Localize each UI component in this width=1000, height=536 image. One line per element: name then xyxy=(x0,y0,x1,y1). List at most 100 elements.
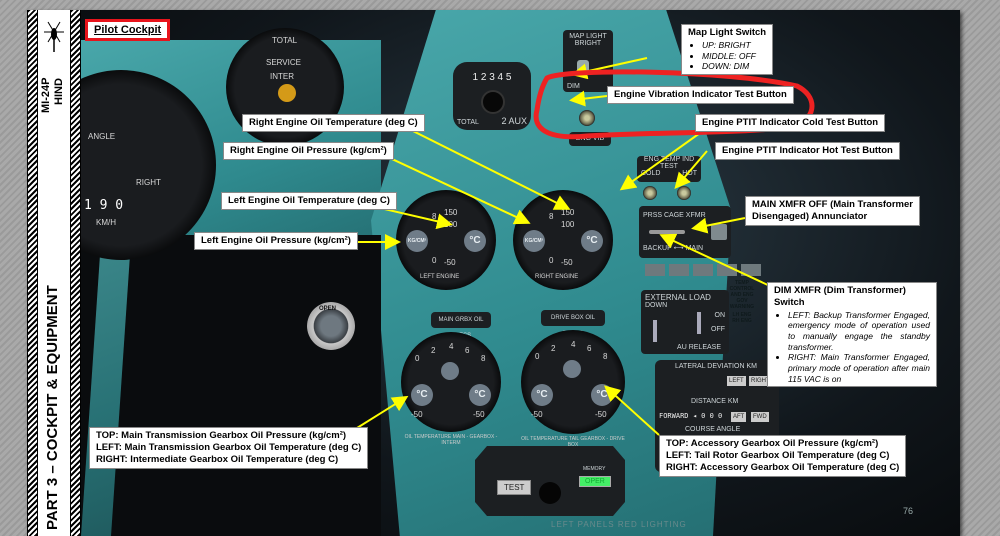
press-tick: 0 xyxy=(535,352,540,361)
oper-indicator[interactable]: OPER xyxy=(579,476,611,487)
sidebar: MI-24P HIND PART 3 – COCKPIT & EQUIPMENT xyxy=(27,10,81,536)
annotation-main-xmfr: MAIN XMFR OFF (Main Transformer Disengag… xyxy=(745,196,920,226)
fuel-selector-plate: 1 2 3 4 5 TOTAL 2 AUX xyxy=(453,62,531,130)
dim-xmfr-title: Switch xyxy=(774,296,805,308)
main-xmfr-line: MAIN XMFR OFF (Main Transformer xyxy=(752,199,913,210)
annunciator-light xyxy=(717,264,737,276)
degc-cap: °C xyxy=(469,384,491,406)
eng-vib-test-button[interactable] xyxy=(579,110,595,126)
test-button[interactable]: TEST xyxy=(497,480,532,495)
press-tick: 0 xyxy=(432,256,437,265)
dim-xmfr-title: DIM XMFR (Dim Transformer) xyxy=(774,285,906,296)
oil-temp-main-label: OIL TEMPERATURE MAIN - GEARBOX - INTERM xyxy=(404,434,498,446)
open-label: OPEN xyxy=(319,306,337,312)
press-tick: 8 xyxy=(432,212,437,221)
left-engine-label: LEFT ENGINE xyxy=(420,274,460,280)
eng-vib-label: ENG VIB xyxy=(575,135,605,142)
dim-xfmr-switch[interactable] xyxy=(649,230,685,234)
main-xmfr-line: Disengaged) Annunciator xyxy=(752,210,868,222)
external-load-plate: EXTERNAL LOAD DOWN ON OFF AU RELEASE xyxy=(641,290,729,354)
annotation-accessory-gearbox: TOP: Accessory Gearbox Oil Pressure (kg/… xyxy=(659,435,907,477)
press-tick: 8 xyxy=(481,354,486,363)
press-tick: 8 xyxy=(549,212,554,221)
course-angle-label: COURSE ANGLE xyxy=(685,426,741,433)
total-label: TOTAL xyxy=(272,36,298,45)
angle-label: ANGLE xyxy=(88,132,116,141)
degc-cap: °C xyxy=(411,384,433,406)
ext-load-release-switch[interactable] xyxy=(697,312,701,334)
backup-main-label: BACKUP ⟷ MAIN xyxy=(643,245,704,252)
degc-cap: °C xyxy=(581,230,603,252)
annotation-right-oil-press: Right Engine Oil Pressure (kg/cm²) xyxy=(223,142,394,160)
dim-label: DIM xyxy=(567,83,580,90)
map-light-label: MAP LIGHT xyxy=(569,33,607,40)
main-gearbox-line: RIGHT: Intermediate Gearbox Oil Temperat… xyxy=(96,453,339,465)
ext-load-down-switch[interactable] xyxy=(653,320,657,342)
total-selector-label: TOTAL xyxy=(457,119,479,126)
annotation-main-gearbox: TOP: Main Transmission Gearbox Oil Press… xyxy=(89,427,369,469)
hot-label: HOT xyxy=(682,170,697,177)
rh-eng-label: RH ENG xyxy=(732,318,752,324)
right-engine-label: RIGHT ENGINE xyxy=(535,274,579,280)
eng-temp-test-plate: ENG TEMP IND TEST COLD HOT xyxy=(637,156,701,182)
section-title: PART 3 – COCKPIT & EQUIPMENT xyxy=(44,285,61,530)
main-xmfr-off-annunciator xyxy=(711,224,727,240)
temp-tick: 100 xyxy=(561,220,575,229)
accessory-gearbox-line: RIGHT: Accessory Gearbox Oil Temperature… xyxy=(666,461,900,473)
annunciator-light xyxy=(645,264,665,276)
accessory-gearbox-gauge: 0 2 4 6 8 °C °C -50 -50 xyxy=(521,330,625,434)
ptit-cold-test-button[interactable] xyxy=(643,186,657,200)
map-light-title: Map Light Switch xyxy=(688,27,767,38)
bright-label: BRIGHT xyxy=(574,40,602,47)
map-light-switch[interactable] xyxy=(577,60,589,74)
left-engine-oil-gauge: KG/CM² °C 150 100 -50 8 0 LEFT ENGINE xyxy=(396,190,496,290)
temp-tick: -50 xyxy=(595,410,607,419)
helicopter-icon xyxy=(44,21,64,52)
temp-tick: 150 xyxy=(561,208,575,217)
test-knob[interactable] xyxy=(539,482,561,504)
accessory-gearbox-line: LEFT: Tail Rotor Gearbox Oil Temperature… xyxy=(666,449,890,461)
fuel-selector-scale: 1 2 3 4 5 xyxy=(472,72,512,83)
annotation-left-oil-press: Left Engine Oil Pressure (kg/cm²) xyxy=(194,232,358,250)
sidebar-name: HIND xyxy=(53,78,65,105)
au-release-label: AU RELEASE xyxy=(677,344,721,351)
ptit-hot-test-button[interactable] xyxy=(677,186,691,200)
canopy-open-handle[interactable]: OPEN xyxy=(307,302,355,350)
main-grbx-plate: MAIN GRBX OIL PRESS xyxy=(431,312,491,339)
kmh-label: KM/H xyxy=(96,218,116,227)
annunciator-row xyxy=(645,264,761,276)
kgcm-cap xyxy=(563,360,581,378)
eng-temp-test-label: ENG TEMP IND TEST xyxy=(643,156,695,170)
kgcm-cap xyxy=(441,362,459,380)
annotation-eng-vib: Engine Vibration Indicator Test Button xyxy=(607,86,794,104)
temp-control-label: TEMP CONTROL AND ENG GOV WARNING xyxy=(729,280,755,310)
annotation-ptit-hot: Engine PTIT Indicator Hot Test Button xyxy=(715,142,900,160)
manual-page: MI-24P HIND PART 3 – COCKPIT & EQUIPMENT… xyxy=(27,10,960,536)
map-light-item: MIDDLE: OFF xyxy=(702,51,766,62)
press-tick: 0 xyxy=(415,354,420,363)
memory-label: MEMORY xyxy=(583,466,606,472)
map-light-item: DOWN: DIM xyxy=(702,61,766,72)
temp-tick: 100 xyxy=(444,220,458,229)
map-light-plate: MAP LIGHT BRIGHT DIM xyxy=(563,30,613,92)
main-gearbox-gauge: 0 2 4 6 8 °C °C -50 -50 xyxy=(401,332,501,432)
xfmr-plate: PRSS CAGE XFMR BACKUP ⟷ MAIN xyxy=(639,206,731,258)
press-tick: 4 xyxy=(449,342,454,351)
right-lamp: RIGHT xyxy=(749,376,772,386)
left-panels-red-lighting-label: LEFT PANELS RED LIGHTING xyxy=(551,520,687,529)
map-light-item: UP: BRIGHT xyxy=(702,40,766,51)
main-gearbox-line: TOP: Main Transmission Gearbox Oil Press… xyxy=(96,430,347,441)
cold-label: COLD xyxy=(641,170,661,177)
temp-tick: -50 xyxy=(444,258,456,267)
inter-label: INTER xyxy=(270,72,294,81)
annotation-map-light: Map Light Switch UP: BRIGHT MIDDLE: OFF … xyxy=(681,24,774,75)
oil-temp-tail-label: OIL TEMPERATURE TAIL GEARBOX - DRIVE BOX xyxy=(521,436,625,448)
fuel-selector-knob[interactable] xyxy=(481,90,505,114)
kgcm-cap: KG/CM² xyxy=(406,230,428,252)
test-panel: TEST MEMORY OPER xyxy=(475,446,625,516)
press-tick: 4 xyxy=(571,340,576,349)
left-lamp: LEFT xyxy=(727,376,746,386)
lh-eng-label: LH ENG xyxy=(732,312,752,318)
off-label: OFF xyxy=(711,326,725,333)
kgcm-cap: KG/CM² xyxy=(523,230,545,252)
